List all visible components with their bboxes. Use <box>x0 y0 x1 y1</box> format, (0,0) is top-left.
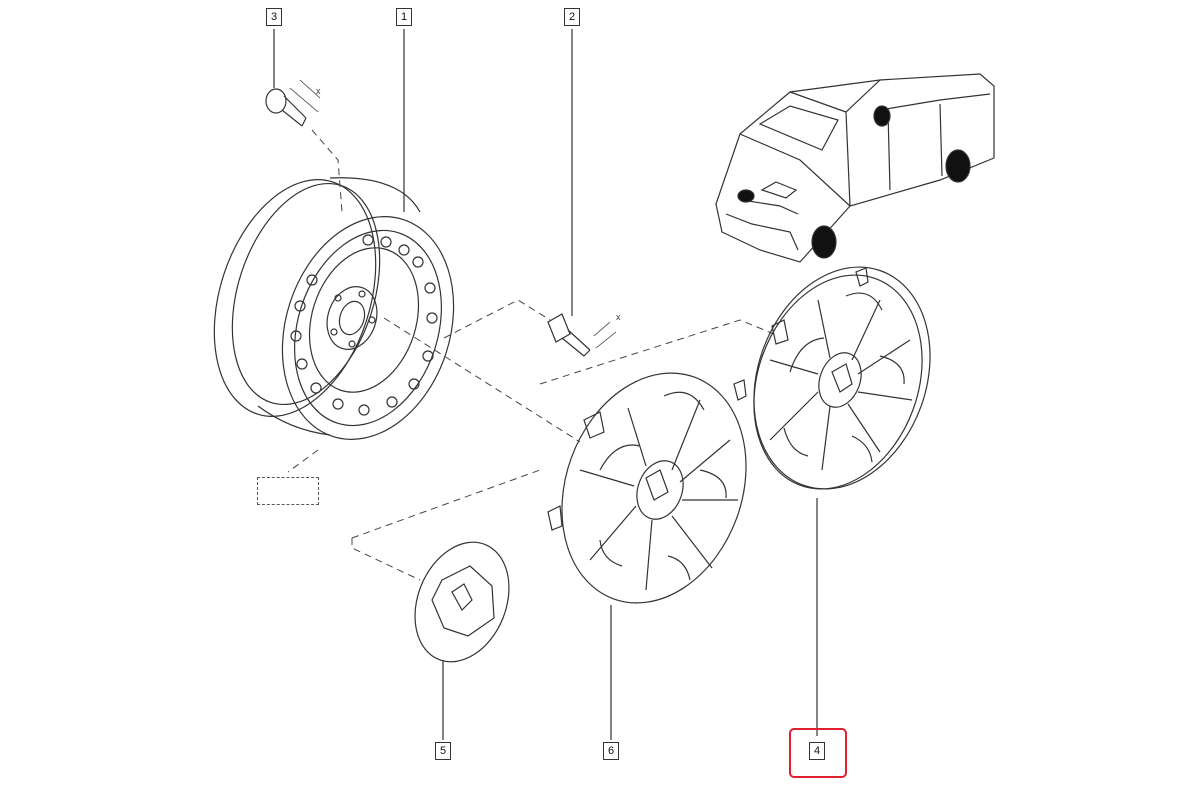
center-cap <box>398 528 526 676</box>
wheel-trim-front <box>531 347 777 629</box>
assembly-lines <box>288 130 774 580</box>
van-illustration <box>716 74 994 262</box>
wheel-trim-rear <box>724 242 960 514</box>
wheel-bolt <box>548 314 616 356</box>
callout-label-1[interactable]: 1 <box>396 8 412 26</box>
bolt-dimension-mark: x <box>616 312 621 322</box>
steel-wheel-rim <box>186 159 481 462</box>
callout-label-2[interactable]: 2 <box>564 8 580 26</box>
valve-dimension-mark: x <box>316 86 321 96</box>
valve <box>266 80 320 126</box>
callout-label-3[interactable]: 3 <box>266 8 282 26</box>
callout-label-6[interactable]: 6 <box>603 742 619 760</box>
tyre-reference-placeholder <box>257 477 319 505</box>
callout-label-5[interactable]: 5 <box>435 742 451 760</box>
selected-callout-highlight <box>789 728 847 778</box>
callout-label-4[interactable]: 4 <box>809 742 825 760</box>
